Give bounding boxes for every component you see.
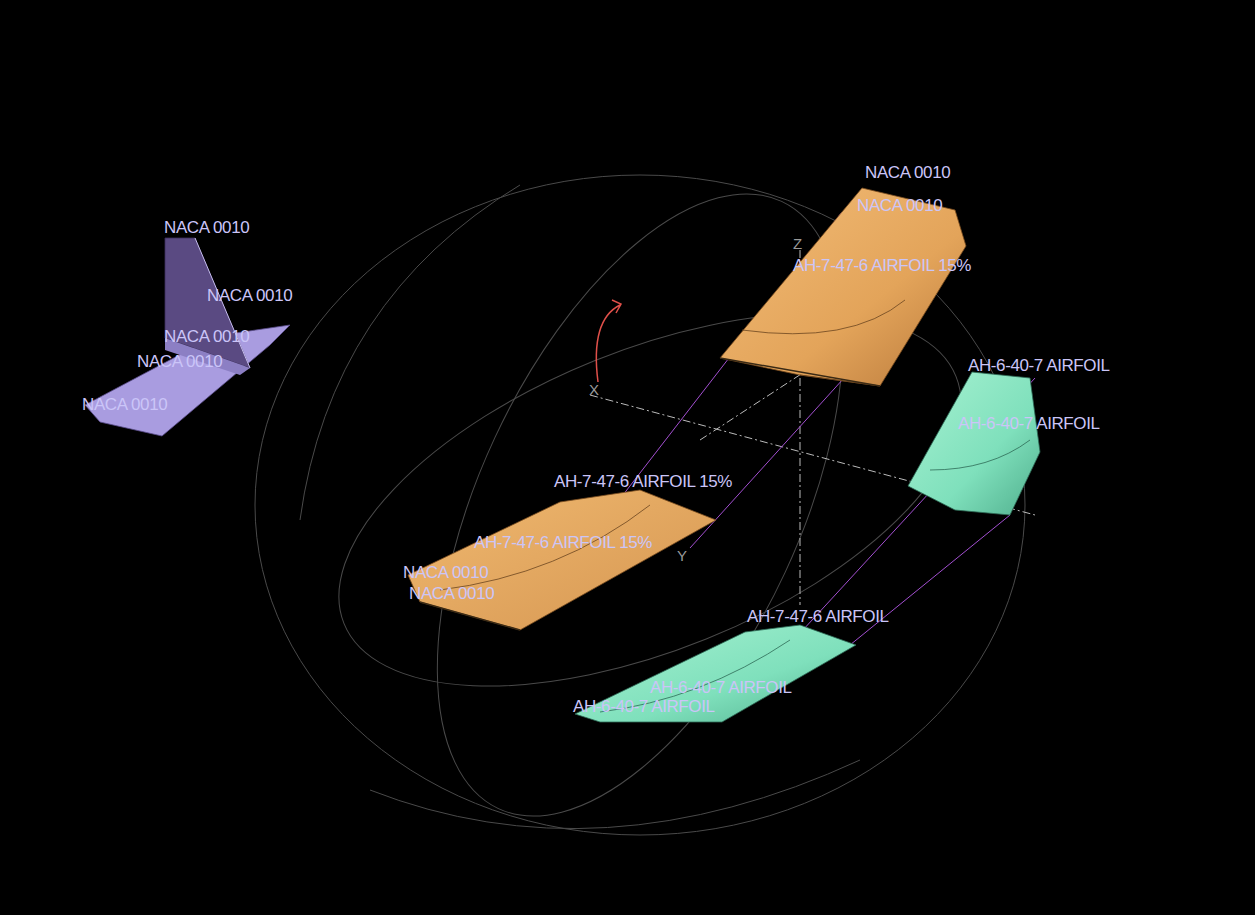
airfoil-label: NACA 0010 [865,163,950,183]
airfoil-label: NACA 0010 [409,584,494,604]
airfoil-label: AH-6-40-7 AIRFOIL [573,697,715,717]
left-wing [408,490,716,630]
airfoil-label: NACA 0010 [403,563,488,583]
right-stabilizer [908,372,1040,515]
right-wing [720,188,966,386]
axis-label: Z [793,234,802,254]
airfoil-label: AH-6-40-7 AIRFOIL [958,414,1100,434]
airfoil-label: NACA 0010 [164,218,249,238]
airfoil-label: NACA 0010 [207,286,292,306]
airfoil-label: AH-7-47-6 AIRFOIL [747,607,889,627]
arcball [255,134,1025,876]
axis-label: X [589,380,599,400]
airfoil-label: NACA 0010 [137,352,222,372]
airfoil-label: AH-6-40-7 AIRFOIL [650,678,792,698]
rotation-arrow [596,300,621,382]
airfoil-label: NACA 0010 [82,395,167,415]
airfoil-label: NACA 0010 [164,327,249,347]
airfoil-label: NACA 0010 [857,196,942,216]
airfoil-label: AH-7-47-6 AIRFOIL 15% [474,533,652,553]
airfoil-label: AH-6-40-7 AIRFOIL [968,356,1110,376]
axis-label: Y [677,546,687,566]
airfoil-label: AH-7-47-6 AIRFOIL 15% [793,256,971,276]
airfoil-label: AH-7-47-6 AIRFOIL 15% [554,472,732,492]
